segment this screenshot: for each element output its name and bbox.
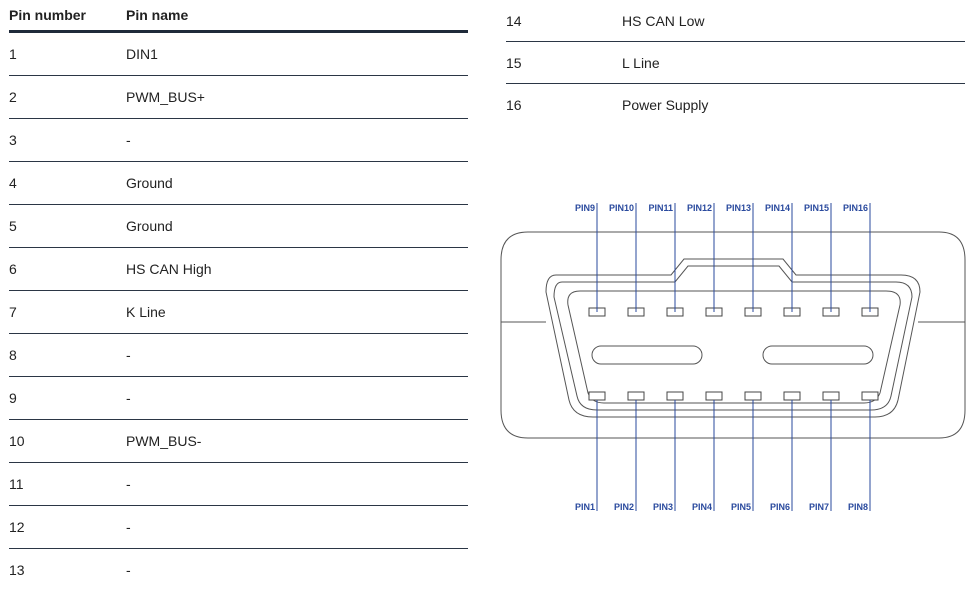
pin-label: PIN12 — [687, 203, 712, 213]
table-row: 11- — [9, 463, 468, 506]
pin-contact — [667, 392, 683, 400]
connector-outline — [501, 232, 965, 438]
header-pin-name: Pin name — [126, 0, 468, 32]
pin-name-cell: - — [126, 377, 468, 420]
pin-name-cell: K Line — [126, 291, 468, 334]
pin-label: PIN9 — [575, 203, 595, 213]
table-row: 12- — [9, 506, 468, 549]
pin-label: PIN14 — [765, 203, 790, 213]
pin-label: PIN13 — [726, 203, 751, 213]
pin-number-cell: 13 — [9, 549, 126, 591]
pin-label: PIN3 — [653, 502, 673, 512]
pin-contact — [745, 392, 761, 400]
table-row: 9- — [9, 377, 468, 420]
pin-name-cell: PWM_BUS+ — [126, 76, 468, 119]
pin-label: PIN10 — [609, 203, 634, 213]
pin-label: PIN8 — [848, 502, 868, 512]
pin-number-cell: 12 — [9, 506, 126, 549]
pin-number-cell: 8 — [9, 334, 126, 377]
pin-label: PIN15 — [804, 203, 829, 213]
pin-name-cell: - — [126, 119, 468, 162]
table-row: 3- — [9, 119, 468, 162]
pin-number-cell: 3 — [9, 119, 126, 162]
pin-number-cell: 1 — [9, 32, 126, 76]
pin-name-cell: Ground — [126, 205, 468, 248]
pin-name-cell: HS CAN Low — [622, 0, 965, 42]
pin-number-cell: 2 — [9, 76, 126, 119]
key-slot-left — [592, 346, 702, 364]
pin-label: PIN1 — [575, 502, 595, 512]
pin-number-cell: 16 — [506, 84, 622, 126]
pin-number-cell: 5 — [9, 205, 126, 248]
pin-name-cell: Power Supply — [622, 84, 965, 126]
pin-name-cell: - — [126, 506, 468, 549]
pin-contact — [784, 392, 800, 400]
pin-name-cell: - — [126, 334, 468, 377]
pin-number-cell: 14 — [506, 0, 622, 42]
pin-number-cell: 4 — [9, 162, 126, 205]
pin-label: PIN11 — [648, 203, 673, 213]
table-row: 8- — [9, 334, 468, 377]
table-header-row: Pin number Pin name — [9, 0, 468, 32]
pin-name-cell: DIN1 — [126, 32, 468, 76]
connector-face-inner — [568, 291, 900, 403]
connector-face-mid — [554, 266, 912, 410]
pin-label: PIN5 — [731, 502, 751, 512]
pin-number-cell: 11 — [9, 463, 126, 506]
pin-name-cell: - — [126, 549, 468, 591]
pin-label: PIN2 — [614, 502, 634, 512]
pin-name-cell: L Line — [622, 42, 965, 84]
pin-label: PIN7 — [809, 502, 829, 512]
pin-name-cell: PWM_BUS- — [126, 420, 468, 463]
pin-contact — [823, 392, 839, 400]
table-row: 13- — [9, 549, 468, 591]
pin-label: PIN16 — [843, 203, 868, 213]
pin-contact — [706, 392, 722, 400]
pin-number-cell: 9 — [9, 377, 126, 420]
pin-number-cell: 7 — [9, 291, 126, 334]
key-slot-right — [763, 346, 873, 364]
pin-contact — [862, 392, 878, 400]
pin-contact — [628, 392, 644, 400]
pin-name-cell: - — [126, 463, 468, 506]
pin-number-cell: 6 — [9, 248, 126, 291]
pin-name-cell: Ground — [126, 162, 468, 205]
pin-number-cell: 10 — [9, 420, 126, 463]
pin-label: PIN6 — [770, 502, 790, 512]
pin-label: PIN4 — [692, 502, 712, 512]
pin-contact — [589, 392, 605, 400]
pin-name-cell: HS CAN High — [126, 248, 468, 291]
header-pin-number: Pin number — [9, 0, 126, 32]
pin-number-cell: 15 — [506, 42, 622, 84]
